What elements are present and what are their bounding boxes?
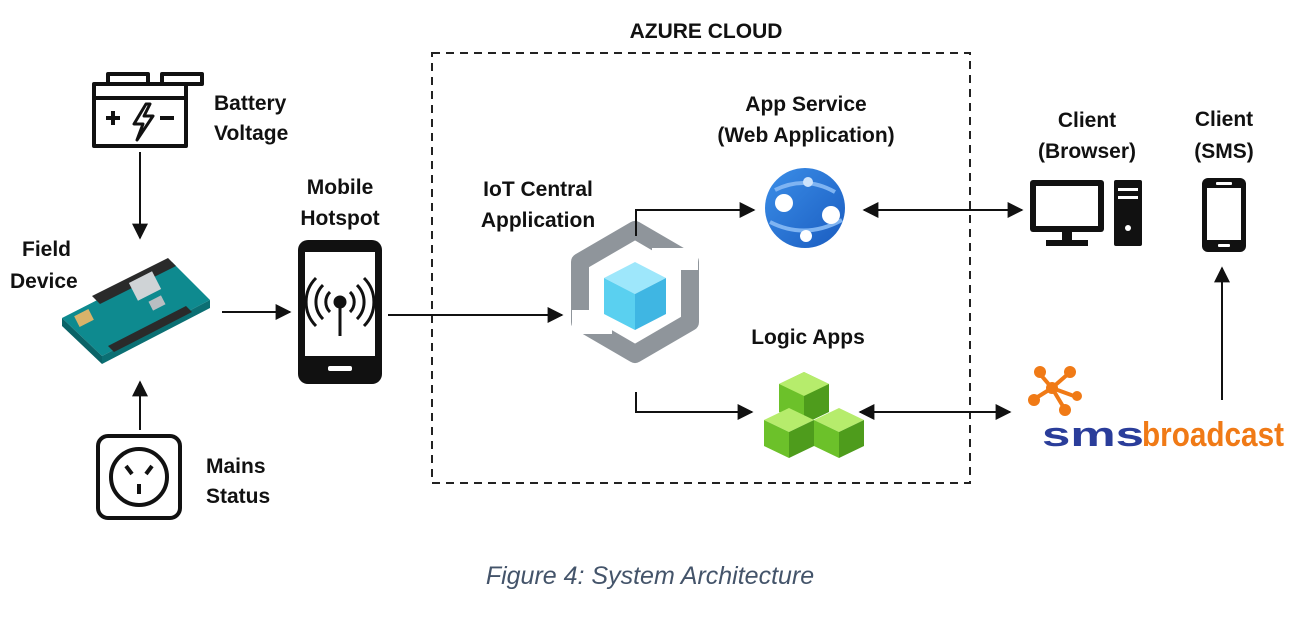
desktop-computer-icon xyxy=(1030,180,1142,246)
power-outlet-icon xyxy=(96,434,182,520)
sms-logo-text: sms xyxy=(1042,416,1144,454)
hotspot-label: Mobile xyxy=(307,176,374,199)
app-service-label: App Service xyxy=(745,93,866,116)
field-device-label: Field xyxy=(22,238,71,261)
azure-cloud-title: AZURE CLOUD xyxy=(630,20,783,43)
broadcast-logo-text: broadcast xyxy=(1142,416,1284,454)
azure-cloud-boundary xyxy=(431,52,971,484)
figure-caption: Figure 4: System Architecture xyxy=(486,562,814,590)
logic-apps-label: Logic Apps xyxy=(751,326,865,349)
iot-central-label: IoT Central xyxy=(483,178,593,201)
client-browser-label: Client xyxy=(1058,109,1116,132)
arduino-board-icon xyxy=(62,258,210,364)
mains-label: Mains xyxy=(206,455,266,478)
iot-central-icon xyxy=(571,221,699,363)
field-device-label-2: Device xyxy=(10,270,78,293)
iot-to-appservice-arrow xyxy=(635,202,756,236)
client-sms-label: Client xyxy=(1195,108,1253,131)
iot-central-label-2: Application xyxy=(481,209,595,232)
battery-icon xyxy=(92,72,204,148)
hotspot-label-2: Hotspot xyxy=(300,207,379,230)
logic-apps-icon xyxy=(764,372,864,458)
battery-label-2: Voltage xyxy=(214,122,288,145)
smartphone-icon xyxy=(1202,178,1246,252)
app-service-icon xyxy=(765,168,845,248)
client-sms-label-2: (SMS) xyxy=(1194,140,1254,163)
connectors xyxy=(132,152,1230,430)
app-service-label-2: (Web Application) xyxy=(717,124,894,147)
smsbroadcast-logo: sms broadcast xyxy=(1028,366,1284,454)
battery-label: Battery xyxy=(214,92,287,115)
smartphone-hotspot-icon xyxy=(298,240,382,384)
mains-label-2: Status xyxy=(206,485,270,508)
iot-to-logicapps-arrow xyxy=(635,392,754,420)
client-browser-label-2: (Browser) xyxy=(1038,140,1136,163)
